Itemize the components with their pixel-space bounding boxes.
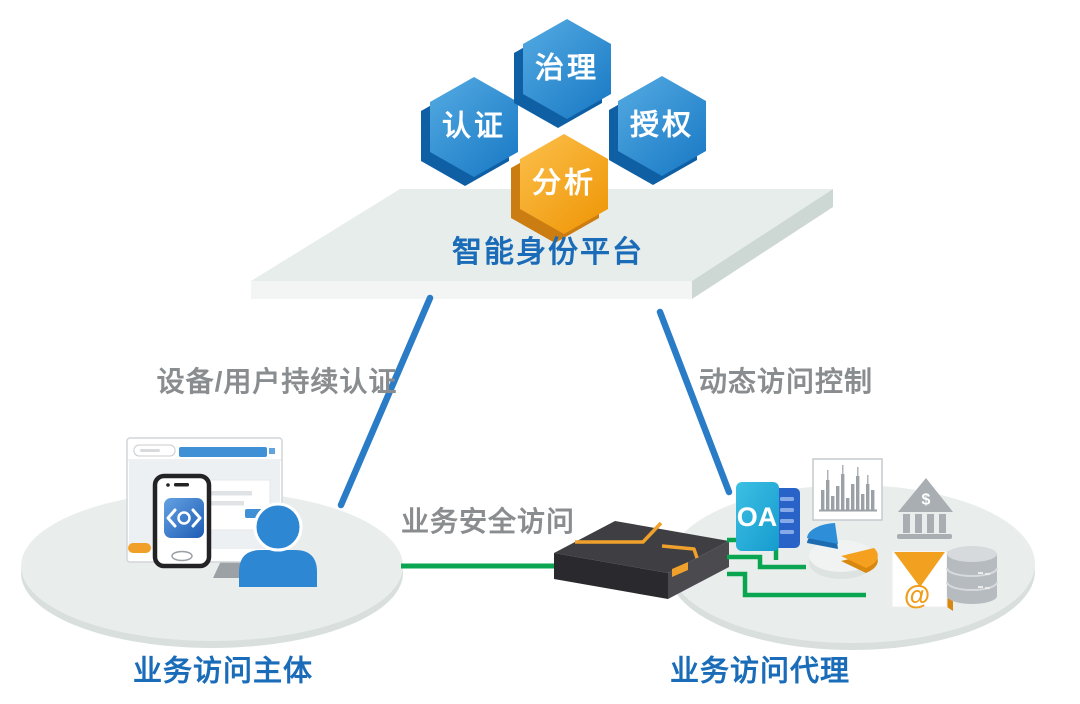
- orange-pill-button: [128, 543, 151, 553]
- at-symbol: @: [904, 580, 930, 610]
- close-icon: [269, 448, 275, 454]
- status-led: [672, 562, 688, 577]
- pie-chart-icon: [807, 523, 878, 579]
- gateway-appliance-icon: [554, 521, 729, 599]
- hexagon-analytics: [511, 134, 608, 243]
- smartphone-icon: [152, 473, 212, 569]
- proxy-caption: 业务访问代理: [669, 655, 851, 688]
- circuit-trace: [661, 544, 699, 559]
- hexagon-label-governance: 治理: [534, 52, 600, 85]
- hexagon-label-analytics: 分析: [531, 167, 597, 200]
- dollar-symbol: $: [922, 492, 931, 509]
- hexagon-authentication: [421, 77, 518, 186]
- hexagon-label-authentication: 认证: [441, 110, 507, 143]
- oa-app-icon: OA: [736, 482, 800, 551]
- hexagon-governance: [514, 19, 611, 128]
- app-logo-icon: [164, 498, 204, 538]
- continuous-authentication-line: [337, 294, 434, 509]
- dynamic-access-control-label: 动态访问控制: [698, 366, 874, 397]
- home-button: [171, 550, 193, 562]
- email-icon: @: [891, 550, 953, 611]
- hexagon-label-authorization: 授权: [629, 109, 695, 142]
- dynamic-access-control-line: [656, 308, 733, 496]
- bank-icon: $: [897, 478, 953, 539]
- subject-zone-ellipse: [21, 491, 403, 648]
- identity-platform-label: 智能身份平台: [452, 236, 644, 269]
- hexagon-authorization: [609, 76, 706, 185]
- bar-chart-icon: [812, 458, 883, 521]
- subject-caption: 业务访问主体: [132, 655, 314, 688]
- continuous-authentication-label: 设备/用户持续认证: [156, 366, 398, 397]
- secure-access-label: 业务安全访问: [400, 506, 576, 537]
- user-icon: [239, 502, 317, 587]
- database-icon: [946, 546, 998, 604]
- circuit-trace: [575, 521, 663, 544]
- oa-label: OA: [737, 502, 778, 532]
